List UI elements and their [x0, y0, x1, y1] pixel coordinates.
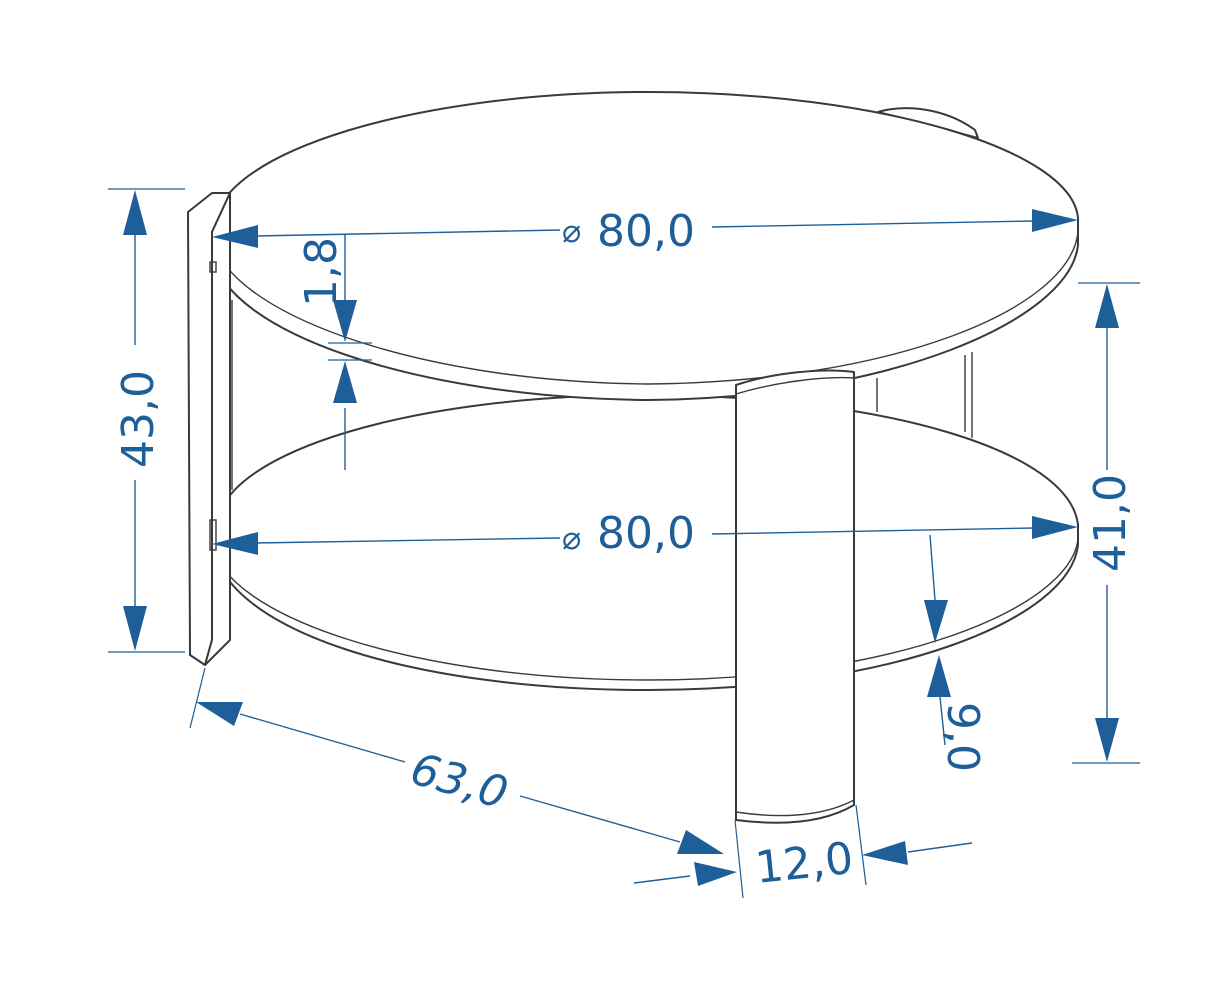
top-diameter-symbol: ⌀	[562, 212, 581, 250]
front-leg	[735, 369, 855, 824]
leg-width-dimension: 12,0	[633, 804, 973, 894]
table-top	[213, 91, 1079, 401]
top-diameter-label: 80,0	[597, 206, 695, 257]
top-thickness-dimension: 1,8	[296, 235, 372, 470]
shelf-height-label: 41,0	[1085, 474, 1136, 572]
total-height-label: 43,0	[113, 370, 164, 468]
depth-label: 63,0	[405, 744, 513, 820]
leg-width-label: 12,0	[753, 833, 856, 894]
left-leg	[187, 192, 231, 666]
inner-leg-segments	[231, 300, 878, 490]
shelf-thickness-label: 9,0	[937, 702, 988, 772]
shelf-diameter-symbol: ⌀	[562, 519, 581, 557]
shelf-diameter-label: 80,0	[597, 508, 695, 559]
top-diameter-dimension: ⌀ 80,0	[212, 206, 1078, 257]
depth-dimension: 63,0	[189, 667, 744, 899]
shelf-diameter-dimension: ⌀ 80,0	[212, 508, 1078, 559]
bottom-shelf	[212, 394, 1079, 691]
shelf-height-dimension: 41,0	[1072, 282, 1140, 764]
shelf-thickness-dimension: 9,0	[924, 534, 988, 772]
coffee-table-outline	[187, 91, 1079, 824]
top-thickness-label: 1,8	[296, 237, 347, 307]
total-height-dimension: 43,0	[108, 188, 185, 653]
